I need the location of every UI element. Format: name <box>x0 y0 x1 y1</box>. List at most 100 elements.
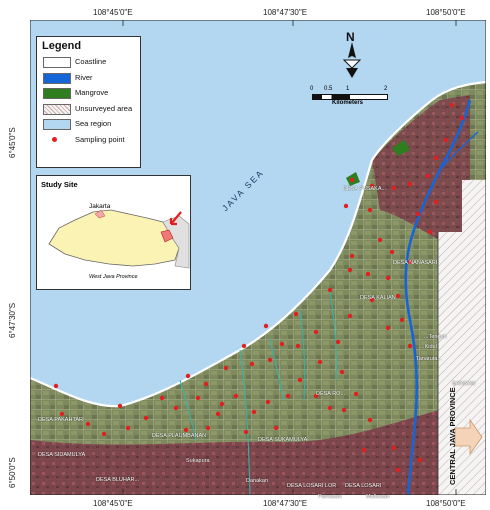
sampling-point <box>233 393 239 399</box>
unsurveyed-strip <box>462 180 486 240</box>
inset-city-label: Jakarta <box>89 203 111 210</box>
sampling-point <box>125 425 131 431</box>
sampling-point <box>407 259 413 265</box>
place-label: DESA NANASARI <box>393 260 438 266</box>
study-area-highlight <box>160 229 174 243</box>
sampling-point <box>367 207 373 213</box>
study-site-inset: Study Site Jakarta West Java Province <box>36 175 191 290</box>
river-branch <box>439 131 479 171</box>
scale-bar: 0 0.5 1 2 Kilometers <box>310 86 390 110</box>
sampling-point <box>203 381 209 387</box>
sampling-point <box>385 275 391 281</box>
sampling-point <box>313 393 319 399</box>
sampling-point <box>399 317 405 323</box>
sampling-point <box>343 203 349 209</box>
sampling-point <box>317 359 323 365</box>
scale-tick-3: 2 <box>384 86 388 92</box>
sampling-point <box>85 421 91 427</box>
sampling-points-layer <box>53 102 465 473</box>
sampling-point <box>433 199 439 205</box>
place-label: Tanaruta... <box>416 356 442 362</box>
coord-top-2: 108°47'30"E <box>263 8 308 17</box>
sampling-point <box>185 373 191 379</box>
place-label: ...Kidul <box>420 344 437 350</box>
sampling-point <box>443 137 449 143</box>
north-label: N <box>346 30 355 44</box>
place-label: DESA KALIAN <box>360 295 396 301</box>
study-site-title: Study Site <box>41 180 78 189</box>
sampling-point <box>173 405 179 411</box>
sampling-point <box>369 297 375 303</box>
canal <box>299 309 306 401</box>
sampling-point <box>385 325 391 331</box>
legend-item-mangrove: Mangrove <box>37 85 140 101</box>
province-label: CENTRAL JAVA PROVINCE <box>448 387 457 485</box>
canal <box>269 337 285 401</box>
sampling-point <box>241 343 247 349</box>
sampling-point <box>205 425 211 431</box>
unsurveyed-area <box>438 232 486 495</box>
sampling-point <box>369 183 375 189</box>
sampling-point <box>223 365 229 371</box>
sea-swatch <box>43 119 71 130</box>
legend-box: Legend Coastline River Mangrove Unsurvey… <box>36 36 141 168</box>
sampling-point <box>295 343 301 349</box>
sampling-point <box>427 229 433 235</box>
sampling-point <box>101 431 107 437</box>
sampling-point <box>183 427 189 433</box>
sampling-point-icon <box>52 136 57 142</box>
sampling-point <box>407 181 413 187</box>
sampling-point <box>263 323 269 329</box>
place-label: DESA SIDAMULYA <box>38 452 86 458</box>
legend-item-unsurveyed: Unsurveyed area <box>37 101 140 117</box>
coastline-swatch <box>43 57 71 68</box>
sampling-point <box>367 417 373 423</box>
sampling-point <box>347 313 353 319</box>
legend-item-river: River <box>37 70 140 86</box>
sampling-point <box>215 411 221 417</box>
mangrove-patch <box>392 140 410 156</box>
sampling-point <box>297 377 303 383</box>
inset-map <box>48 209 190 269</box>
place-label: Mulkosari <box>366 494 390 500</box>
sampling-point <box>143 415 149 421</box>
mangrove-swatch <box>43 88 71 99</box>
sampling-point <box>391 185 397 191</box>
sampling-point <box>407 343 413 349</box>
sampling-point <box>365 271 371 277</box>
sampling-point <box>293 311 299 317</box>
place-label: ...Tengah <box>424 334 447 340</box>
sampling-point <box>361 447 367 453</box>
sampling-point <box>433 155 439 161</box>
place-label: DESA PAKAHTAR <box>38 417 84 423</box>
sampling-point <box>59 411 65 417</box>
legend-title: Legend <box>42 40 82 52</box>
scale-tick-0: 0 <box>310 86 314 92</box>
place-label: DESA PUSAKA... <box>343 186 387 192</box>
sampling-point <box>219 401 225 407</box>
sampling-point <box>425 173 431 179</box>
north-arrow: N <box>340 30 364 80</box>
coord-top-1: 108°45'0"E <box>93 8 133 17</box>
coord-left-3: 6°50'0"S <box>8 457 17 488</box>
coord-bottom-1: 108°45'0"E <box>93 499 133 508</box>
sampling-point <box>353 391 359 397</box>
sampling-point <box>341 407 347 413</box>
place-label: DESA SUKAMULYA <box>258 437 308 443</box>
coord-bottom-3: 108°50'0"E <box>426 499 466 508</box>
sampling-point <box>159 395 165 401</box>
location-arrow-icon <box>169 211 182 226</box>
sampling-point <box>389 249 395 255</box>
sampling-point <box>349 253 355 259</box>
sampling-point <box>273 425 279 431</box>
sampling-point <box>249 361 255 367</box>
sampling-point <box>195 395 201 401</box>
sampling-point <box>327 287 333 293</box>
sampling-point <box>117 403 123 409</box>
map-canvas <box>30 20 486 495</box>
sampling-point <box>347 267 353 273</box>
sampling-point <box>459 115 465 121</box>
sampling-point <box>391 445 397 451</box>
sampling-point <box>265 399 271 405</box>
place-label: DESA LOSARI <box>345 483 382 489</box>
